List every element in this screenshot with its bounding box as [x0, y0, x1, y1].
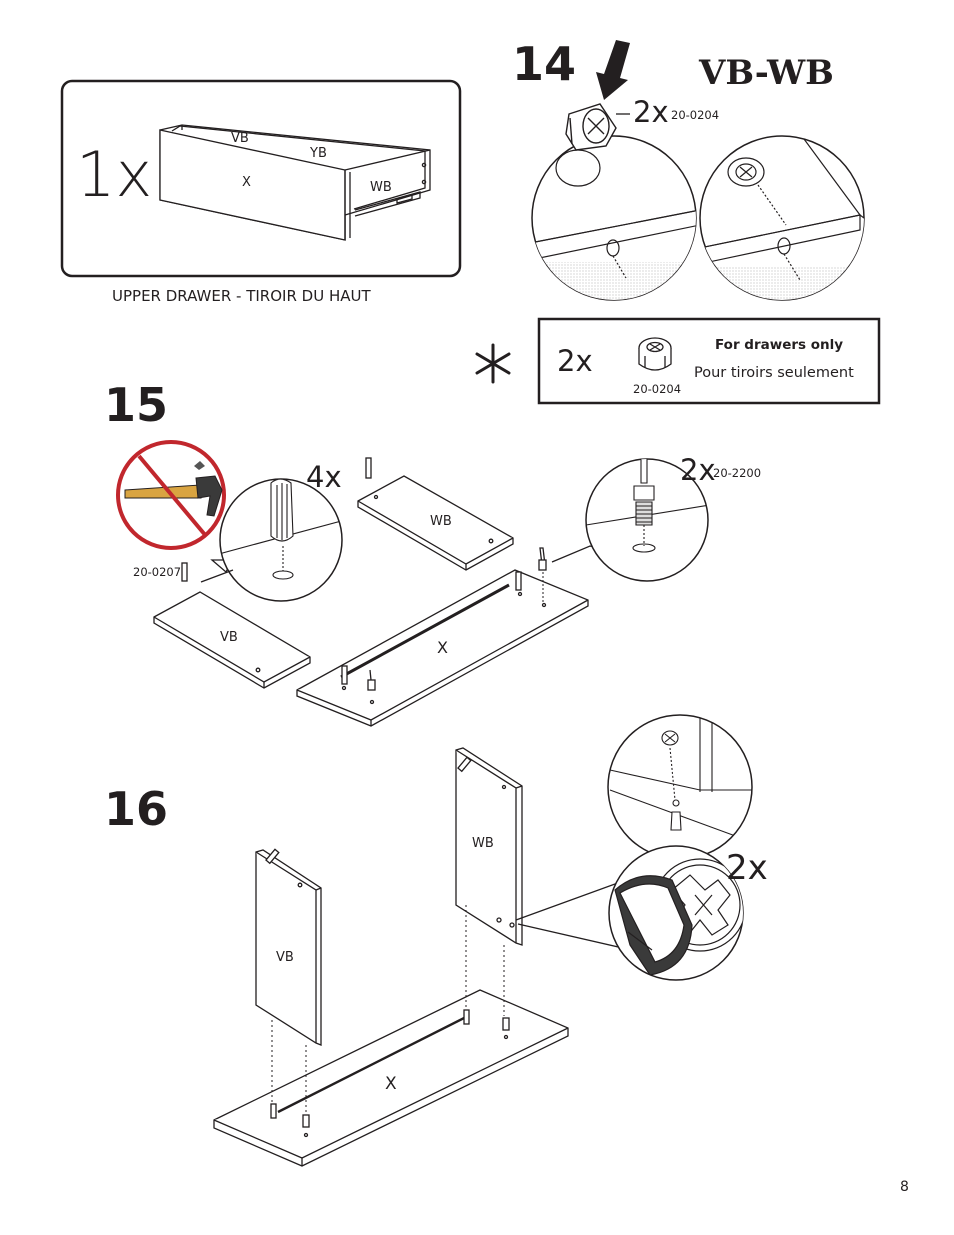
step-14-part-code: 20-0204 — [671, 108, 720, 122]
drawer-label-x: X — [242, 175, 251, 190]
step-14-number: 14 — [512, 37, 577, 91]
step-15-label-x: X — [437, 638, 448, 657]
asterisk-icon — [475, 343, 511, 384]
drawer-caption: UPPER DRAWER - TIROIR DU HAUT — [112, 287, 371, 305]
step15-panels — [153, 457, 589, 727]
step-16-quantity: 2x — [726, 848, 768, 888]
step-15-number: 15 — [104, 378, 169, 432]
note-text-fr: Pour tiroirs seulement — [694, 365, 854, 381]
step16-detail-top — [607, 714, 753, 860]
down-arrow-icon — [596, 40, 630, 100]
page-number: 8 — [900, 1179, 909, 1195]
step-14-title: VB-WB — [699, 53, 834, 93]
note-part-code: 20-0204 — [633, 382, 682, 396]
no-hammer-icon — [116, 440, 226, 550]
step-14-quantity: 2x — [633, 95, 669, 129]
step-16-number: 16 — [104, 782, 169, 836]
note-quantity: 2x — [557, 344, 593, 378]
step-16-label-x: X — [385, 1074, 397, 1094]
step-15-dowel-code: 20-0207 — [133, 565, 182, 579]
drawer-frame — [60, 79, 462, 278]
step-15-label-vb: VB — [220, 630, 238, 645]
step15-dowel-detail — [200, 478, 343, 602]
step-15-dowel-quantity: 4x — [306, 460, 342, 494]
drawer-label-wb: WB — [370, 180, 392, 195]
drawer-quantity: 1x — [76, 138, 153, 211]
drawer-label-vb: VB — [231, 131, 249, 146]
step14-detail-b — [699, 135, 865, 301]
step-15-label-wb: WB — [430, 514, 452, 529]
step-16-label-vb: VB — [276, 950, 294, 965]
step-16-label-wb: WB — [472, 836, 494, 851]
note-text-en: For drawers only — [715, 337, 844, 353]
step15-bolt-detail — [551, 458, 709, 582]
drawers-only-note — [537, 317, 881, 405]
step-15-bolt-code: 20-2200 — [713, 466, 762, 480]
step16-detail-cam — [515, 845, 744, 981]
step14-detail-a — [531, 103, 697, 301]
drawer-label-yb: YB — [310, 146, 327, 161]
step-15-bolt-quantity: 2x — [680, 453, 716, 487]
step16-panels — [213, 747, 569, 1167]
